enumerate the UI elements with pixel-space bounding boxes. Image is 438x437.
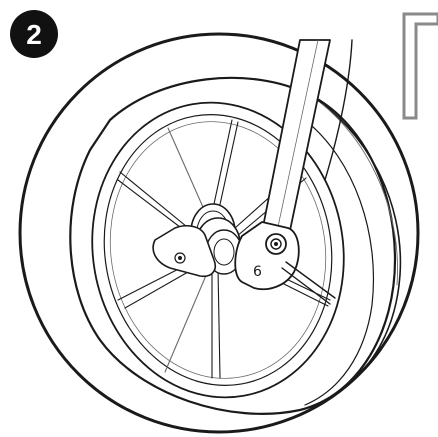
wheel-drawing xyxy=(69,39,402,415)
step-badge: 2 xyxy=(10,10,58,58)
tire xyxy=(69,76,402,415)
fork-dropout xyxy=(234,221,300,291)
axle-stub xyxy=(281,261,336,305)
hex-key-icon xyxy=(402,12,438,120)
part-number-label: 6 xyxy=(253,264,262,280)
rim xyxy=(91,101,345,399)
inner-axle-bracket xyxy=(152,225,216,278)
step-number: 2 xyxy=(26,19,42,50)
